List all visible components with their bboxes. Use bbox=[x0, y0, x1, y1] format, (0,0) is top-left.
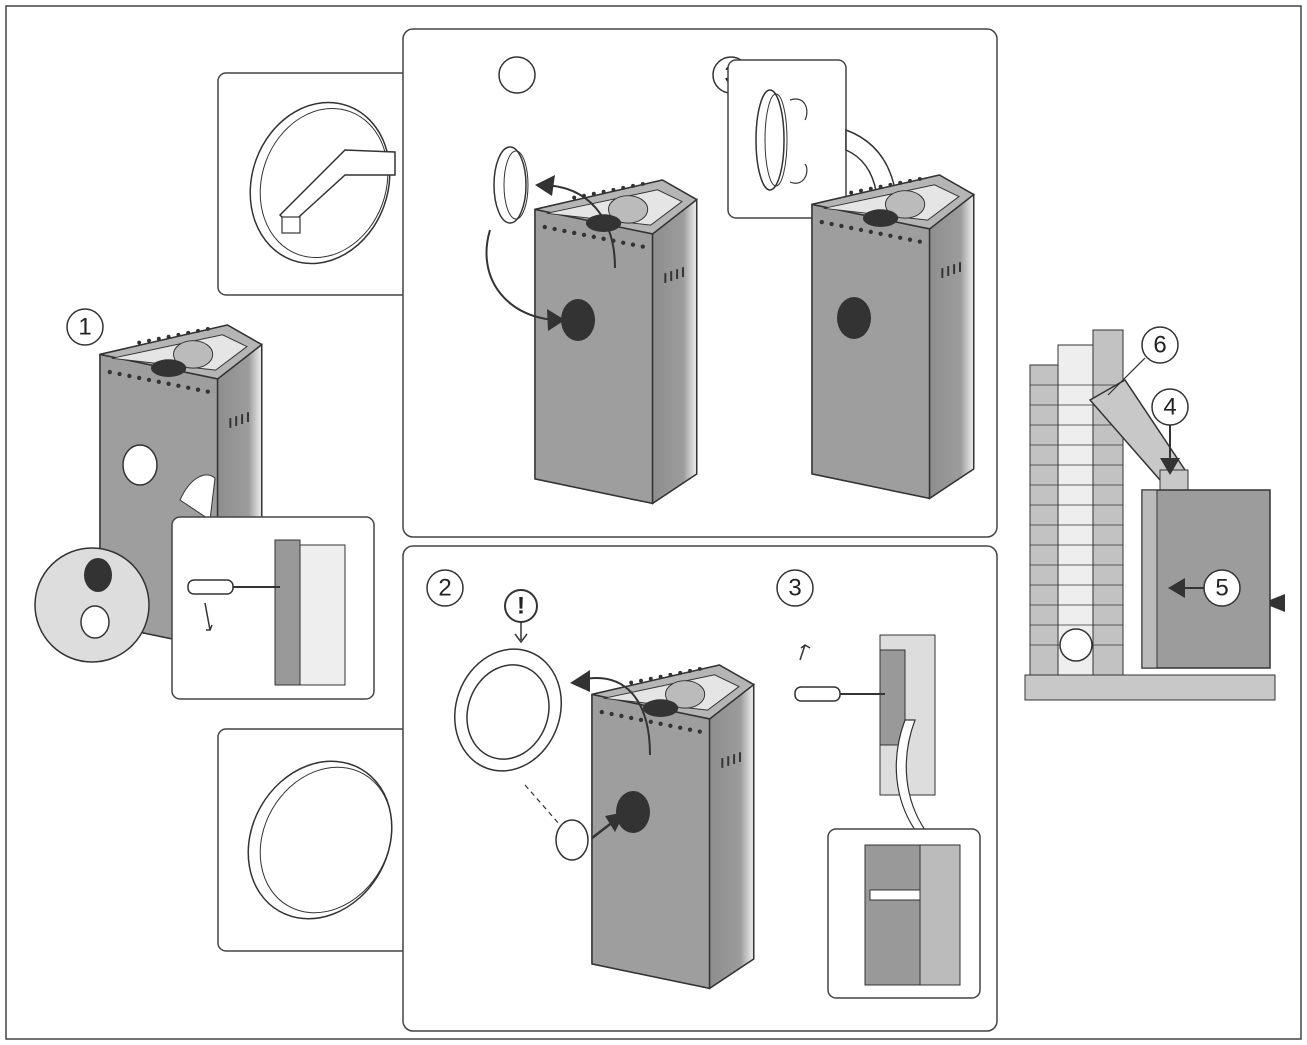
cover-plug-hole bbox=[84, 558, 112, 592]
flue-opening-bottom bbox=[616, 791, 650, 833]
bottom-panel: 2 ! 3 bbox=[402, 545, 998, 1032]
step-6-label: 6 bbox=[1153, 332, 1166, 359]
step-1-label: 1 bbox=[78, 314, 91, 341]
bottom-step-3-badge bbox=[776, 569, 814, 607]
top-panel: 3 bbox=[402, 28, 998, 538]
bottom-step-2-label: 2 bbox=[438, 575, 451, 602]
flue-opening-top-3 bbox=[837, 297, 871, 339]
outer-frame bbox=[5, 5, 1302, 1040]
step-6-badge bbox=[1141, 326, 1179, 364]
heater-top-step-3 bbox=[811, 174, 975, 500]
arrow-curve-icon bbox=[539, 184, 616, 269]
flue-opening bbox=[122, 444, 158, 486]
step-1-group: 1 bbox=[34, 308, 375, 700]
floor bbox=[1024, 674, 1276, 701]
top-ring-detail bbox=[217, 72, 459, 296]
screwdriver-icon bbox=[794, 686, 885, 702]
heater-top-step-2 bbox=[534, 179, 698, 505]
arrow-curve-icon bbox=[579, 677, 651, 756]
ring-flip bbox=[755, 89, 808, 191]
detail-magnifier bbox=[34, 547, 150, 663]
bottom-step-3-label: 3 bbox=[788, 575, 801, 602]
cover-plug bbox=[80, 605, 110, 639]
brick-wall bbox=[1029, 329, 1124, 676]
ring-small-top-2 bbox=[493, 146, 529, 224]
step-4-label: 4 bbox=[1163, 394, 1176, 421]
flue-opening-top-2 bbox=[561, 299, 595, 341]
step-1-badge bbox=[66, 308, 104, 346]
plug-small bbox=[555, 819, 589, 861]
cleaning-hatch bbox=[1059, 628, 1093, 662]
arrow-curve-icon bbox=[485, 229, 561, 321]
chimney-diagram: 6 4 5 bbox=[1024, 326, 1285, 701]
step-5-label: 5 bbox=[1215, 575, 1228, 602]
cover-ring bbox=[453, 648, 563, 772]
warning-symbol: ! bbox=[517, 593, 525, 620]
top-step-2-badge bbox=[498, 56, 536, 94]
bottom-step-2-badge bbox=[426, 569, 464, 607]
screwdriver-icon bbox=[187, 579, 280, 595]
